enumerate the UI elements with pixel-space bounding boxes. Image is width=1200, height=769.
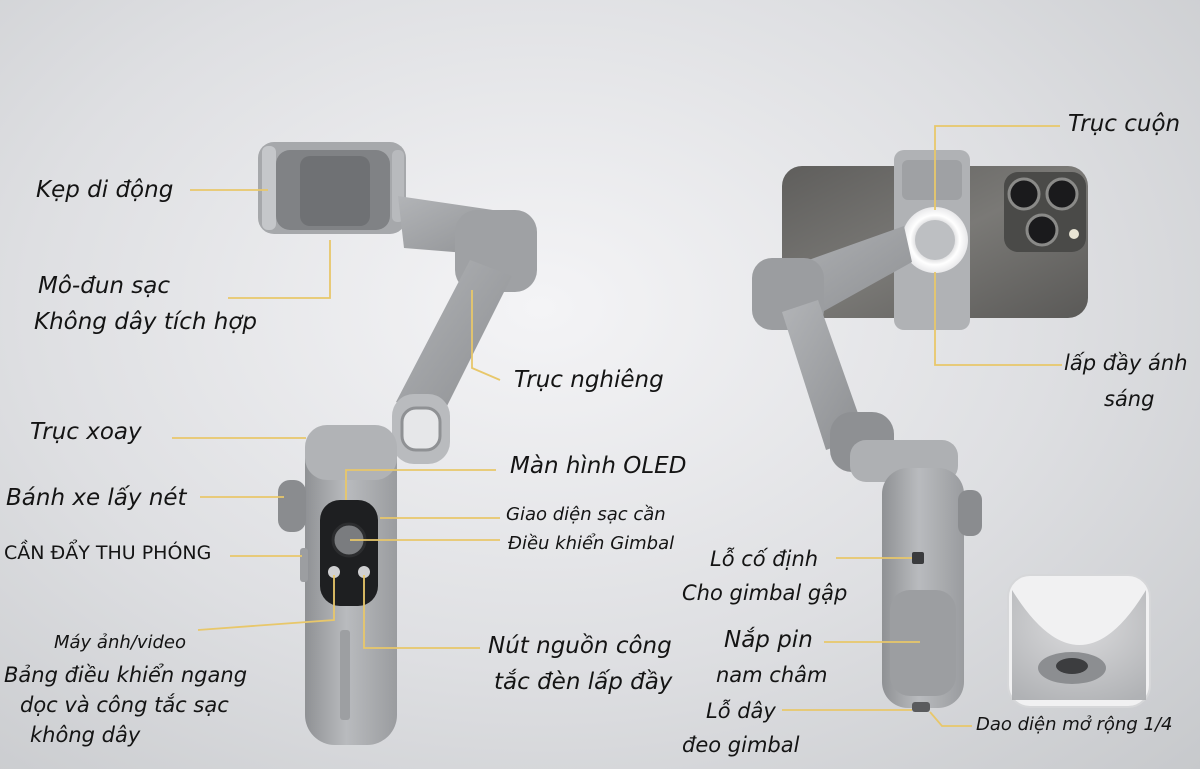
leader-lines [172, 125, 1062, 727]
label-man-hinh-oled: Màn hình OLED [510, 453, 687, 479]
middle-arm [396, 260, 512, 420]
label-truc-cuon: Trục cuộn [1068, 111, 1181, 137]
label-may-anh-line3: dọc và công tắc sạc [20, 693, 229, 717]
label-mo-dun-sac-line1: Mô-đun sạc [38, 273, 171, 299]
label-dao-dien-mo-rong: Dao diện mở rộng 1/4 [976, 714, 1173, 735]
label-mo-dun-sac-line2: Không dây tích hợp [34, 309, 258, 335]
lanyard-hole [912, 702, 930, 712]
label-lap-day-line1: lấp đầy ánh [1064, 351, 1188, 375]
label-lap-day-line2: sáng [1104, 387, 1155, 411]
label-banh-xe-lay-net: Bánh xe lấy nét [6, 485, 187, 511]
fixing-hole [912, 552, 924, 564]
rear-middle-arm [782, 300, 866, 450]
label-may-anh-line2: Bảng điều khiển ngang [4, 663, 248, 687]
bottom-detail-inset [1007, 574, 1151, 708]
label-truc-nghieng: Trục nghiêng [514, 367, 664, 393]
label-kep-di-dong: Kẹp di động [36, 177, 174, 203]
right-gimbal [752, 150, 1088, 712]
label-dieu-khien-gimbal: Điều khiển Gimbal [508, 533, 675, 554]
label-nut-nguon-line2: tắc đèn lấp đầy [494, 669, 673, 695]
zoom-lever [300, 548, 308, 582]
battery-cover [890, 590, 956, 696]
label-lo-co-dinh-line1: Lỗ cố định [710, 547, 819, 571]
label-giao-dien-sac: Giao diện sạc cần [506, 504, 666, 525]
label-lo-day-line1: Lỗ dây [706, 699, 776, 723]
label-nap-pin-line1: Nắp pin [724, 627, 813, 653]
label-lo-day-line2: đeo gimbal [682, 733, 800, 757]
label-lo-co-dinh-line2: Cho gimbal gập [682, 581, 848, 605]
label-may-anh-line1: Máy ảnh/video [53, 632, 186, 653]
label-can-day-thu-phong: CẦN ĐẨY THU PHÓNG [4, 542, 212, 564]
label-nap-pin-line2: nam châm [716, 663, 828, 687]
focus-wheel [278, 480, 306, 532]
label-nut-nguon-line1: Nút nguồn công [488, 633, 672, 659]
label-may-anh-line4: không dây [30, 723, 141, 747]
label-truc-xoay: Trục xoay [30, 419, 142, 445]
